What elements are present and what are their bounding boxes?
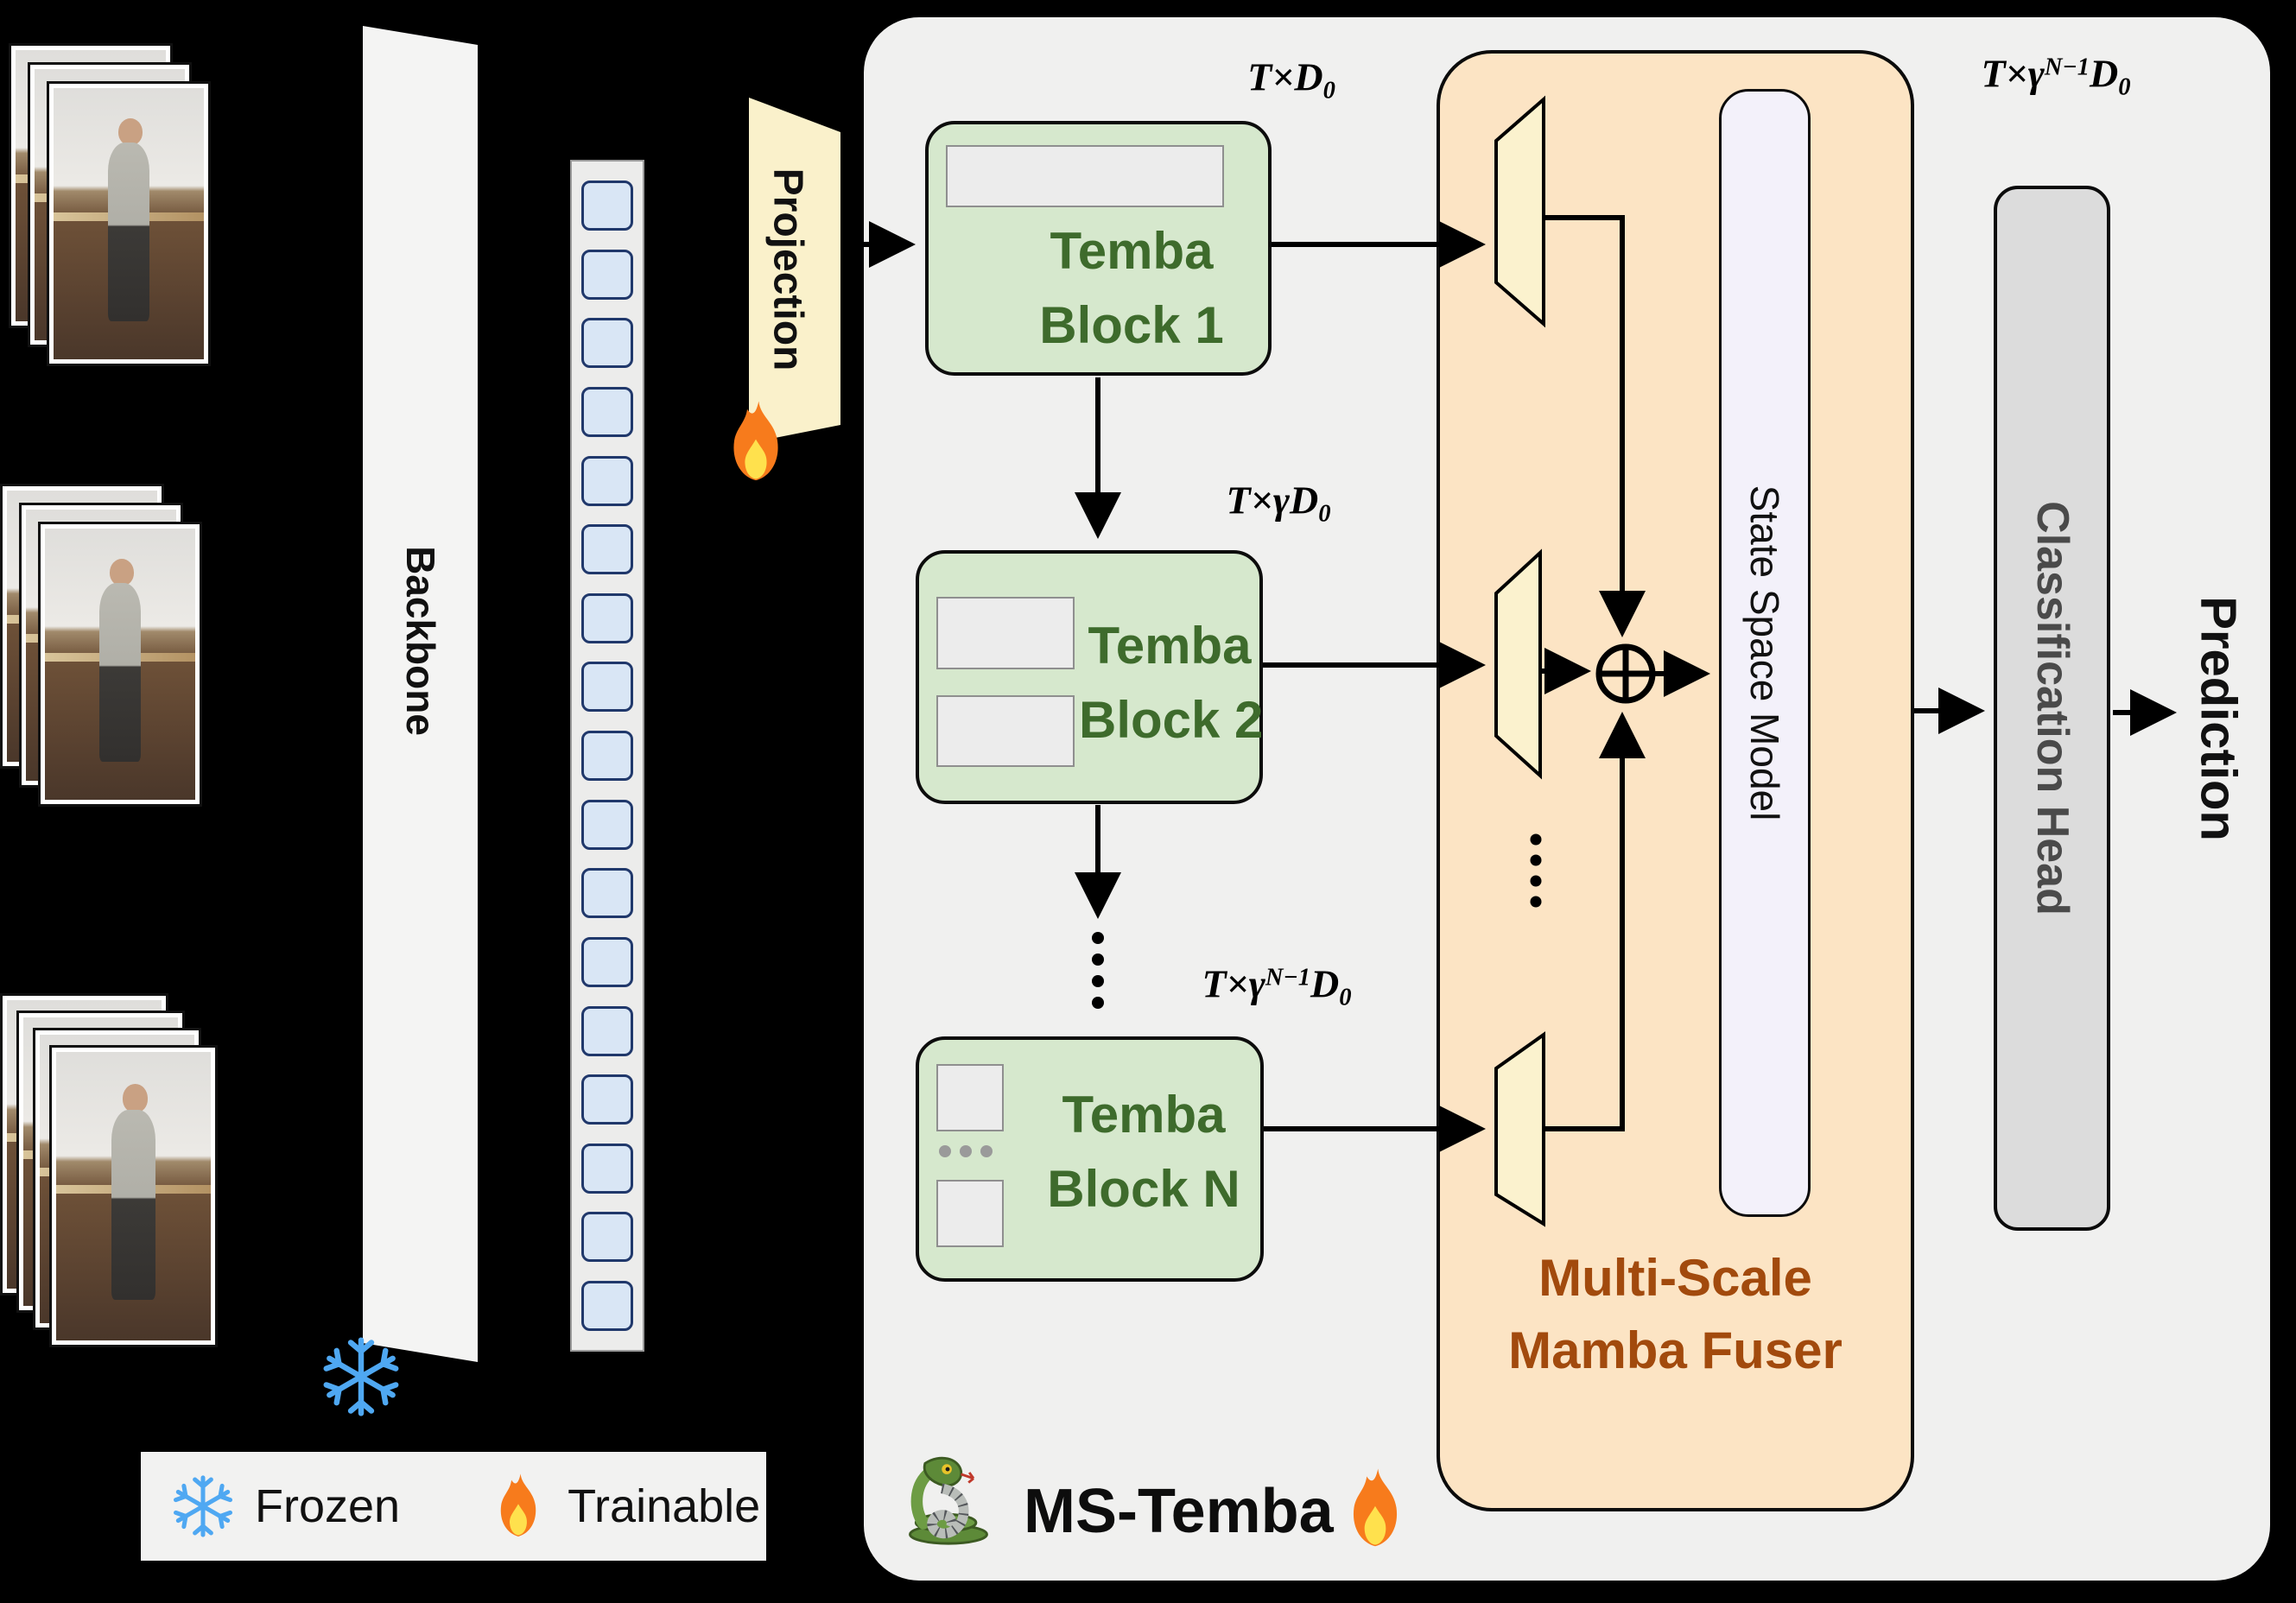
feature-token [581,868,633,919]
feature-token [581,799,633,850]
projection-label: Projection [764,168,811,371]
state-space-model-block [1719,89,1811,1217]
video-frame [38,522,202,807]
fuser-title-line1: Multi-Scale [1538,1249,1812,1307]
legend-trainable-label: Trainable [568,1480,761,1532]
model-name: MS-Temba [1024,1477,1334,1546]
state-space-model-label: State Space Model [1742,485,1787,821]
dim-label-block1: T×D0 [1247,54,1335,105]
snowflake-icon [172,1475,234,1537]
classification-head-block [1994,186,2110,1231]
feature-token [581,181,633,231]
feature-token [581,731,633,781]
temba-block-n-label-line1: Temba [1062,1086,1226,1144]
temba-block-n: Temba Block N [916,1036,1264,1282]
feature-token [581,386,633,437]
legend: Frozen Trainable [141,1452,766,1561]
feature-token [581,1074,633,1125]
temba-block-1: Temba Block 1 [925,121,1272,376]
temba-block-1-label-line2: Block 1 [1039,296,1224,354]
feature-token [581,592,633,643]
temba-block-2-label-line2: Block 2 [1079,691,1264,749]
feature-token [581,318,633,369]
temba-block-1-label-line1: Temba [1050,222,1214,280]
multi-scale-mamba-fuser: Multi-Scale Mamba Fuser [1437,50,1914,1511]
flame-icon [720,399,792,485]
feature-token [581,1005,633,1056]
prediction-label: Prediction [2190,596,2247,841]
block-placeholder-bar [936,695,1075,767]
temba-block-2-label-line1: Temba [1088,617,1252,675]
feature-token [581,524,633,575]
temba-block-n-label-line2: Block N [1047,1160,1240,1218]
backbone-label: Backbone [398,546,443,736]
dim-label-output: T×γN−1D0 [1981,51,2131,101]
video-frame [47,81,211,366]
feature-token [581,455,633,506]
feature-token [581,249,633,300]
temba-block-2: Temba Block 2 [916,550,1263,804]
snake-icon [898,1444,999,1549]
video-thumbnail [45,529,195,800]
feature-token [581,1212,633,1263]
token-column [570,160,644,1352]
projection-block [749,98,840,443]
legend-frozen-label: Frozen [255,1480,401,1532]
snowflake-icon [321,1337,401,1416]
video-thumbnail [54,88,204,359]
feature-token [581,1143,633,1194]
feature-token [581,1281,633,1331]
block-placeholder-bar [946,145,1224,207]
feature-token [581,936,633,987]
dim-label-blockn: T×γN−1D0 [1202,961,1352,1011]
video-thumbnail [56,1052,211,1340]
fuser-title-line2: Mamba Fuser [1508,1321,1843,1379]
block-placeholder-bar [936,597,1075,669]
block-placeholder-square [936,1180,1004,1247]
dim-label-block2: T×γD0 [1226,478,1331,528]
feature-token [581,662,633,713]
flame-icon [1339,1467,1411,1551]
block-placeholder-square [936,1064,1004,1131]
flame-icon [490,1472,547,1541]
video-frame [49,1045,218,1347]
backbone-block [363,26,478,1362]
classification-head-label: Classification Head [2027,501,2077,916]
